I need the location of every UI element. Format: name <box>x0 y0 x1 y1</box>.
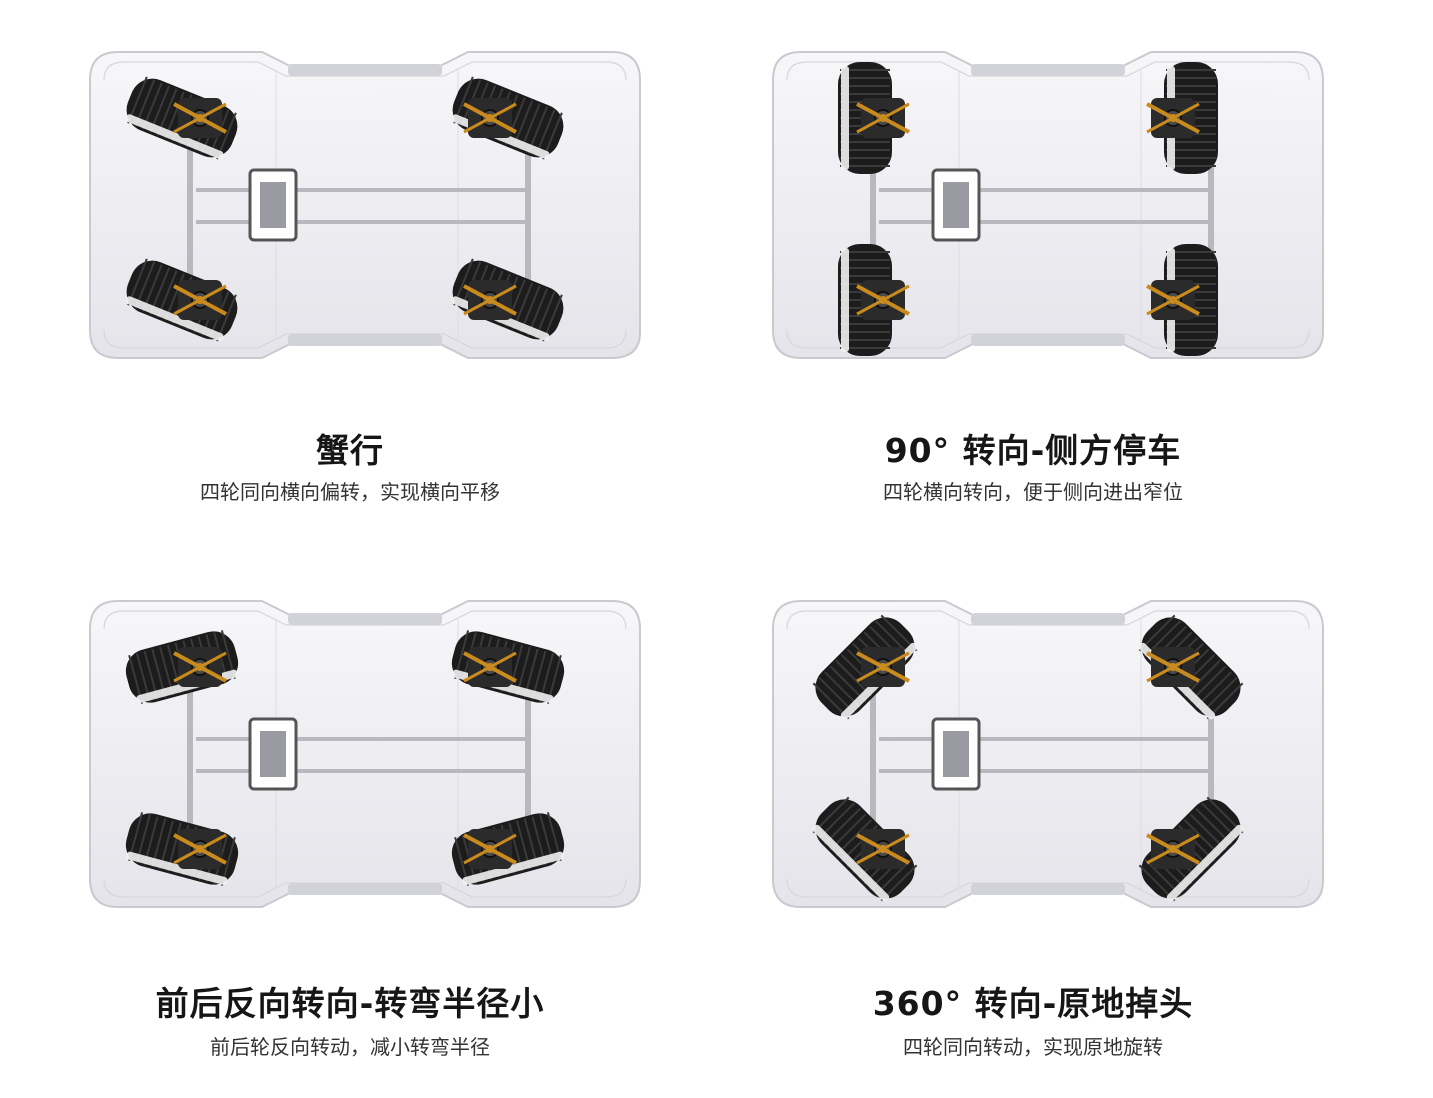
hub-rim <box>841 66 849 170</box>
suspension-joint <box>879 663 887 671</box>
hub-rim <box>841 248 849 352</box>
panel-subtitle: 四轮同向转动，实现原地旋转 <box>903 1035 1163 1059</box>
vent-slot-top <box>971 64 1125 76</box>
panel-title: 蟹行 <box>316 431 384 470</box>
suspension-joint <box>486 296 494 304</box>
vent-slot-bottom <box>288 883 442 895</box>
panel-title: 360° 转向-原地掉头 <box>872 984 1194 1023</box>
suspension-joint <box>1169 845 1177 853</box>
panel-counter-steering: 前后反向转向-转弯半径小 前后轮反向转动，减小转弯半径 <box>0 549 700 1098</box>
controller-core <box>260 731 286 777</box>
panel-title: 前后反向转向-转弯半径小 <box>155 984 545 1023</box>
suspension-joint <box>196 663 204 671</box>
hub-rim <box>812 824 890 902</box>
vent-slot-bottom <box>971 883 1125 895</box>
panel-360-degree-turn: 360° 转向-原地掉头 四轮同向转动，实现原地旋转 <box>683 549 1383 1098</box>
panel-crab-walk: 蟹行 四轮同向横向偏转，实现横向平移 <box>0 0 700 549</box>
chassis-diagram <box>89 600 641 908</box>
panel-subtitle: 四轮同向横向偏转，实现横向平移 <box>200 480 500 504</box>
panel-90-degree-steering: 90° 转向-侧方停车 四轮横向转向，便于侧向进出窄位 <box>683 0 1383 549</box>
suspension-joint <box>879 296 887 304</box>
suspension-joint <box>1169 663 1177 671</box>
suspension-joint <box>879 114 887 122</box>
suspension-joint <box>486 845 494 853</box>
hub-rim <box>125 296 224 341</box>
suspension-joint <box>196 114 204 122</box>
vent-slot-top <box>288 64 442 76</box>
suspension-joint <box>879 845 887 853</box>
panel-subtitle: 前后轮反向转动，减小转弯半径 <box>210 1035 490 1059</box>
suspension-joint <box>196 845 204 853</box>
controller-core <box>943 731 969 777</box>
hub-rim <box>126 851 228 885</box>
vent-slot-top <box>971 613 1125 625</box>
suspension-joint <box>1169 296 1177 304</box>
hub-rim <box>462 851 564 885</box>
chassis-diagram <box>89 51 641 359</box>
panel-title: 90° 转向-侧方停车 <box>884 431 1182 470</box>
controller-core <box>943 182 969 228</box>
hub-rim <box>1166 824 1244 902</box>
chassis-diagram <box>772 600 1324 908</box>
chassis-diagram <box>772 51 1324 359</box>
controller-core <box>260 182 286 228</box>
vent-slot-bottom <box>288 334 442 346</box>
suspension-joint <box>486 663 494 671</box>
suspension-joint <box>486 114 494 122</box>
hub-rim <box>125 114 224 159</box>
vent-slot-bottom <box>971 334 1125 346</box>
suspension-joint <box>196 296 204 304</box>
suspension-joint <box>1169 114 1177 122</box>
vent-slot-top <box>288 613 442 625</box>
panel-subtitle: 四轮横向转向，便于侧向进出窄位 <box>883 480 1183 504</box>
